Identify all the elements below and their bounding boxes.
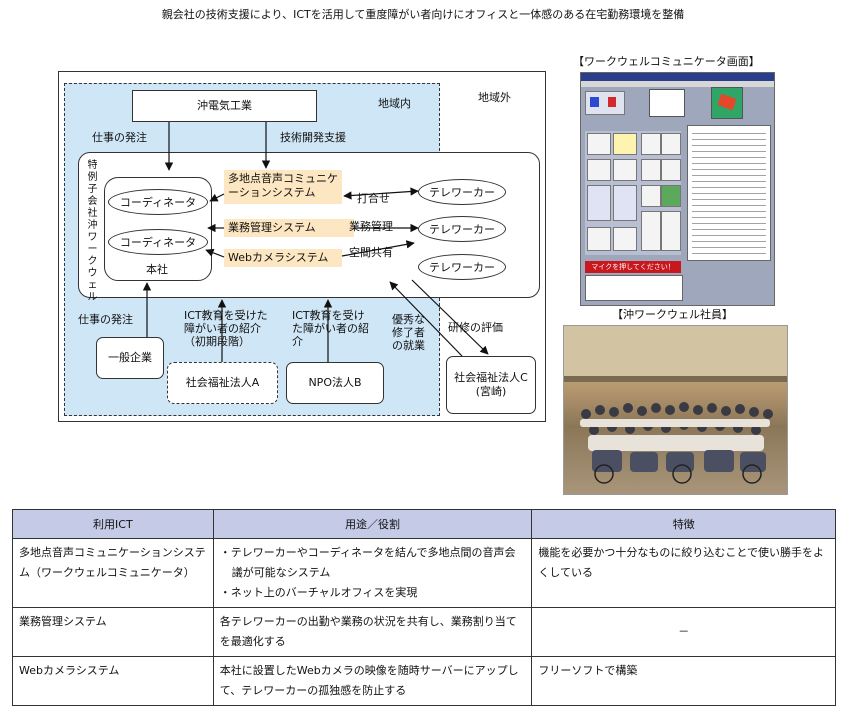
cell-use: ・テレワーカーやコーディネータを結んで多地点間の音声会議が可能なシステム ・ネッ…	[212, 538, 533, 608]
arrow-voice-teleworker	[343, 187, 419, 200]
screen-caption: 【ワークウェルコミュニケータ画面】	[573, 55, 760, 68]
mic-banner: マイクを押してください！	[585, 261, 681, 273]
welfare-c-name: 社会福祉法人C	[454, 371, 528, 384]
arrow-web-teleworker	[341, 240, 415, 257]
employment-label: 優秀な修了者の就業	[392, 313, 425, 352]
work-order-bottom-label: 仕事の発注	[78, 313, 133, 326]
teleworker-2-oval: テレワーカー	[418, 216, 506, 242]
referral-label: ICT教育を受けた障がい者の紹介	[292, 309, 369, 348]
ict-table: 利用ICT 用途／役割 特徴 多地点音声コミュニケーションシステム（ワークウェル…	[12, 509, 836, 706]
status-icon	[711, 87, 743, 119]
photo-caption: 【沖ワークウェル社員】	[612, 308, 733, 321]
arrow-voice-coordinator	[209, 193, 225, 202]
header-ict: 利用ICT	[12, 509, 214, 539]
member-list	[687, 125, 771, 261]
voice-system-label: 多地点音声コミュニケーションシステム	[224, 170, 342, 204]
teleworker-3-oval: テレワーカー	[418, 254, 506, 280]
welfare-c-place: (宮崎)	[475, 385, 507, 398]
arrow-evaluation	[411, 279, 489, 355]
table-row: 業務管理システム 各テレワーカーの出勤や業務の状況を共有し、業務割り当てを最適化…	[12, 607, 836, 657]
tech-support-label: 技術開発支援	[280, 131, 346, 144]
employee-group-photo	[563, 325, 788, 495]
evaluation-label: 研修の評価	[448, 321, 503, 334]
teleworker-1-oval: テレワーカー	[418, 179, 506, 205]
table-header-row: 利用ICT 用途／役割 特徴	[12, 509, 836, 539]
coordinator-1-oval: コーディネータ	[108, 189, 208, 215]
window-menubar	[581, 81, 774, 87]
window-titlebar	[581, 73, 774, 81]
cell-ict: 業務管理システム	[12, 607, 214, 657]
npo-b-box: NPO法人B	[286, 362, 384, 404]
cell-use: 本社に設置したWebカメラの映像を随時サーバーにアップして、テレワーカーの孤独感…	[212, 656, 533, 706]
use-bullet: ・テレワーカーやコーディネータを結んで多地点間の音声会議が可能なシステム	[219, 546, 516, 579]
subsidiary-vertical-label: 特例子会社 沖ワークウェル	[87, 160, 108, 303]
parent-company-box: 沖電気工業	[132, 90, 317, 122]
diagram-connectors	[142, 122, 489, 362]
general-company-box: 一般企業	[96, 337, 164, 379]
region-inside-label: 地域内	[378, 97, 411, 110]
message-area	[585, 275, 683, 301]
welfare-c-box: 社会福祉法人C (宮崎)	[446, 356, 536, 414]
page-title: 親会社の技術支援により、ICTを活用して重度障がい者向けにオフィスと一体感のある…	[161, 8, 685, 21]
web-camera-system-label: Webカメラシステム	[224, 249, 342, 267]
table-row: Webカメラシステム 本社に設置したWebカメラの映像を随時サーバーにアップして…	[12, 656, 836, 706]
diagram: 地域外 地域内 沖電気工業 仕事の発注 技術開発支援 特例子会社 沖ワークウェル…	[0, 0, 560, 430]
employee-group-image	[564, 326, 787, 484]
feature-dash: －	[678, 625, 690, 638]
arrow-web-coordinator	[205, 248, 225, 258]
cell-feature: フリーソフトで構築	[531, 656, 836, 706]
cell-use: 各テレワーカーの出勤や業務の状況を共有し、業務割り当てを最適化する	[212, 607, 533, 657]
header-feature: 特徴	[531, 509, 836, 539]
speaker-icon	[585, 91, 625, 115]
business-system-label: 業務管理システム	[224, 219, 354, 237]
header-use: 用途／役割	[212, 509, 533, 539]
head-office-label: 本社	[146, 263, 168, 276]
communicator-screenshot: マイクを押してください！	[580, 72, 775, 306]
work-order-top-label: 仕事の発注	[92, 131, 147, 144]
business-link-label: 業務管理	[349, 220, 393, 233]
button-grid	[585, 131, 681, 255]
cell-ict: 多地点音声コミュニケーションシステム（ワークウェルコミュニケータ）	[12, 538, 214, 608]
welfare-a-box: 社会福祉法人A	[167, 362, 278, 404]
coordinator-2-oval: コーディネータ	[108, 229, 208, 255]
table-row: 多地点音声コミュニケーションシステム（ワークウェルコミュニケータ） ・テレワーカ…	[12, 538, 836, 608]
arrow-welfare-c-teleworker	[389, 281, 463, 357]
cell-feature: －	[531, 607, 836, 657]
region-outside-label: 地域外	[478, 91, 511, 104]
cell-feature: 機能を必要かつ十分なものに絞り込むことで使い勝手をよくしている	[531, 538, 836, 608]
user-name-panel	[649, 89, 685, 117]
cell-ict: Webカメラシステム	[12, 656, 214, 706]
use-bullet: ・ネット上のバーチャルオフィスを実現	[219, 586, 418, 599]
